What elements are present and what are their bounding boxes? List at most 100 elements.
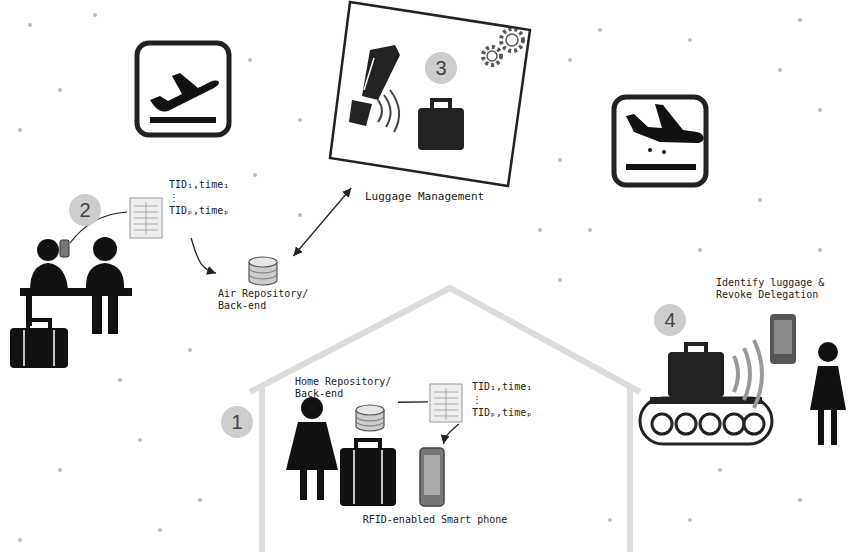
database-stripe (249, 268, 277, 279)
panel-outline (325, 0, 537, 188)
snow-dot (758, 198, 762, 202)
suitcase-handle (432, 100, 450, 108)
connector (294, 188, 352, 256)
belt-roller (724, 414, 744, 434)
suitcase-handle (686, 344, 706, 352)
snow-dot (798, 498, 802, 502)
icon-frame (614, 97, 706, 185)
snow-dots (18, 13, 822, 542)
document-lines (434, 388, 458, 420)
suitcase-handle (356, 440, 380, 448)
house-outline (250, 288, 640, 552)
callout-number: 2 (69, 194, 101, 226)
phone-screen (774, 320, 792, 354)
gear (483, 47, 501, 65)
snow-dot (188, 348, 192, 352)
device-label: RFID-enabled Smart phone (355, 514, 515, 526)
air-database-icon (249, 257, 277, 285)
snow-dot (298, 118, 302, 122)
database-stripe (356, 416, 384, 426)
snow-dot (138, 438, 142, 442)
snow-dot (248, 58, 252, 62)
belt-roller (700, 414, 720, 434)
suitcase (418, 108, 464, 150)
callout-number: 3 (425, 52, 457, 84)
luggage-management-scene (349, 29, 523, 150)
person-head (93, 237, 117, 261)
callout-number: 3 (425, 52, 457, 84)
snow-dot (118, 378, 122, 382)
home-scene (286, 384, 462, 506)
reader-handle (349, 100, 372, 126)
plane-symbol (150, 73, 219, 112)
arrival-icon (614, 97, 706, 185)
callout-number: 1 (221, 406, 253, 438)
suitcase (668, 352, 724, 397)
snow-dot (93, 13, 97, 17)
repository-label: Air Repository/ Back-end (218, 288, 311, 312)
step-caption: Identify luggage & Revoke Delegation (716, 277, 830, 301)
phone-screen (424, 455, 440, 495)
check-in-desk (20, 288, 132, 296)
radio-waves (734, 340, 762, 408)
house-wall (250, 288, 640, 552)
tag-list-text: TID₁,time₁ ⋮ TIDₚ,timeₚ (472, 380, 538, 419)
snow-dot (818, 108, 822, 112)
suitcase (10, 328, 68, 368)
snow-dot (58, 88, 62, 92)
phone-symbol (60, 240, 69, 257)
gear-hub (487, 51, 497, 61)
suitcase-stripe (381, 450, 383, 504)
connector (443, 424, 458, 444)
snow-dot (688, 38, 692, 42)
snow-dot (778, 68, 782, 72)
snow-dot (608, 518, 612, 522)
snow-dot (798, 18, 802, 22)
tag-list-document: TID₁,time₁ ⋮ TIDₚ,timeₚ (125, 176, 239, 238)
person-body (810, 366, 846, 410)
wheel-dot (662, 150, 666, 154)
person-leg (108, 296, 118, 334)
radio-waves (378, 90, 399, 132)
snow-dot (568, 58, 572, 62)
departure-icon (137, 43, 229, 135)
icon-frame (137, 43, 229, 135)
connector (191, 238, 216, 273)
plane-symbol (626, 104, 704, 143)
runway-bar (150, 117, 216, 123)
snow-dot (538, 228, 542, 232)
air-repository: Air Repository/ Back-end (216, 256, 315, 322)
reader-highlight (364, 58, 374, 90)
wheel-dot (648, 148, 652, 152)
snow-dot (818, 248, 822, 252)
snow-dot (18, 128, 22, 132)
belt-roller (744, 414, 764, 434)
panel-border (330, 2, 530, 186)
connectors (191, 188, 459, 444)
suitcase (340, 448, 396, 506)
suitcase-stripe (353, 450, 355, 504)
gear-hub (506, 34, 518, 46)
snow-dot (588, 228, 592, 232)
person-leg (317, 470, 324, 500)
belt-roller (652, 414, 672, 434)
snow-dot (698, 248, 702, 252)
snow-dot (598, 28, 602, 32)
phone-symbol (420, 448, 444, 506)
person-head (301, 397, 323, 419)
document-lines (134, 202, 158, 234)
suitcase-handle (28, 320, 50, 328)
snow-dot (688, 518, 692, 522)
callout-number: 4 (654, 304, 686, 336)
person-body (30, 263, 68, 290)
suitcase-stripe (23, 330, 25, 366)
connector (398, 401, 428, 403)
snow-dot (558, 278, 562, 282)
person-leg (300, 470, 307, 500)
person-leg (818, 410, 824, 445)
snow-dot (28, 23, 32, 27)
conveyor-belt (640, 398, 772, 444)
smartphone: RFID-enabled Smart phone (355, 444, 515, 534)
